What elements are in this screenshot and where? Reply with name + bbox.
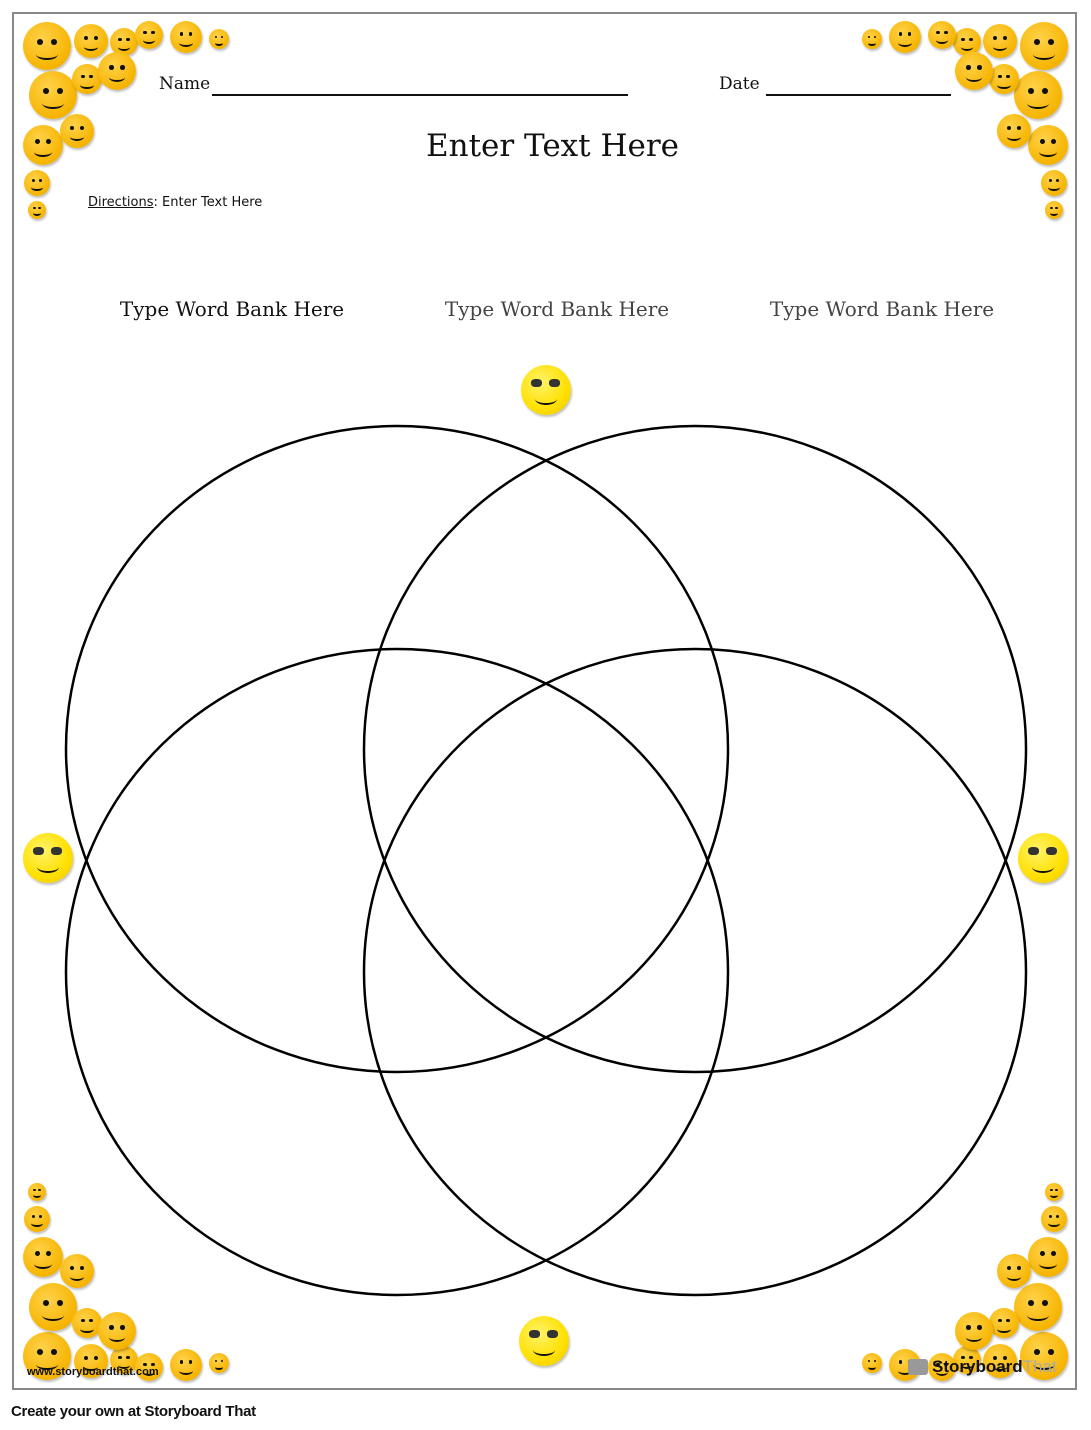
venn-ellipse-top-right (362, 424, 1028, 1074)
smile-emoji-icon (23, 125, 63, 165)
smile-emoji-icon (98, 1312, 136, 1350)
smile-emoji-icon (209, 29, 229, 49)
smile-emoji-icon (60, 114, 94, 148)
nerd-emoji-icon (521, 365, 571, 415)
smile-emoji-icon (928, 21, 956, 49)
smile-emoji-icon (889, 21, 921, 53)
smile-emoji-icon (170, 1349, 202, 1381)
smile-emoji-icon (23, 1237, 63, 1277)
smile-emoji-icon (989, 64, 1019, 94)
smile-emoji-icon (110, 28, 138, 56)
smile-emoji-icon (989, 1308, 1019, 1338)
word-bank-1[interactable]: Type Word Bank Here (119, 297, 345, 321)
smile-emoji-icon (1014, 1283, 1062, 1331)
sunglasses-emoji-icon (23, 833, 73, 883)
smile-emoji-icon (60, 1254, 94, 1288)
smile-emoji-icon (862, 29, 882, 49)
smile-emoji-icon (997, 1254, 1031, 1288)
footer-link[interactable]: Create your own at Storyboard That (11, 1403, 256, 1420)
smile-emoji-icon (1028, 125, 1068, 165)
smile-emoji-icon (74, 1344, 108, 1378)
worksheet (12, 12, 1077, 1390)
smile-emoji-icon (983, 24, 1017, 58)
word-bank-2[interactable]: Type Word Bank Here (444, 297, 670, 321)
smile-emoji-icon (72, 1308, 102, 1338)
venn-ellipse-bottom-left (64, 647, 730, 1297)
smile-emoji-icon (1041, 170, 1067, 196)
smile-emoji-icon (23, 22, 71, 70)
smile-emoji-icon (953, 1346, 981, 1374)
brand-b: That (1022, 1357, 1057, 1376)
smile-emoji-icon (1045, 1183, 1063, 1201)
watermark-url: www.storyboardthat.com (27, 1366, 159, 1378)
name-field[interactable] (212, 94, 628, 96)
smile-emoji-icon (862, 1353, 882, 1373)
smile-emoji-icon (23, 1332, 71, 1380)
watermark-logo: StoryboardThat (932, 1357, 1057, 1377)
nerd-emoji-icon (519, 1316, 569, 1366)
smile-emoji-icon (953, 28, 981, 56)
word-bank-3[interactable]: Type Word Bank Here (769, 297, 995, 321)
venn-ellipse-bottom-right (362, 647, 1028, 1297)
smile-emoji-icon (29, 71, 77, 119)
sunglasses-emoji-icon (1018, 833, 1068, 883)
smile-emoji-icon (24, 170, 50, 196)
storyboard-logo-icon (908, 1359, 928, 1375)
smile-emoji-icon (135, 1353, 163, 1381)
smile-emoji-icon (1020, 1332, 1068, 1380)
smile-emoji-icon (1014, 71, 1062, 119)
page-title[interactable]: Enter Text Here (425, 128, 680, 164)
smile-emoji-icon (110, 1346, 138, 1374)
smile-emoji-icon (170, 21, 202, 53)
smile-emoji-icon (28, 1183, 46, 1201)
smile-emoji-icon (209, 1353, 229, 1373)
name-label: Name (159, 74, 211, 94)
date-label: Date (719, 74, 760, 94)
smile-emoji-icon (98, 52, 136, 90)
date-field[interactable] (766, 94, 951, 96)
directions-label: Directions (88, 195, 154, 210)
smile-emoji-icon (997, 114, 1031, 148)
smile-emoji-icon (955, 1312, 993, 1350)
smile-emoji-icon (28, 201, 46, 219)
smile-emoji-icon (29, 1283, 77, 1331)
smile-emoji-icon (1028, 1237, 1068, 1277)
directions-text: : Enter Text Here (153, 195, 263, 210)
smile-emoji-icon (1020, 22, 1068, 70)
smile-emoji-icon (983, 1344, 1017, 1378)
smile-emoji-icon (1041, 1206, 1067, 1232)
smile-emoji-icon (1045, 201, 1063, 219)
smile-emoji-icon (74, 24, 108, 58)
smile-emoji-icon (72, 64, 102, 94)
brand-a: Storyboard (932, 1357, 1023, 1376)
smile-emoji-icon (955, 52, 993, 90)
directions[interactable]: Directions: Enter Text Here (88, 195, 262, 210)
smile-emoji-icon (135, 21, 163, 49)
venn-ellipse-top-left (64, 424, 730, 1074)
smile-emoji-icon (24, 1206, 50, 1232)
smile-emoji-icon (928, 1353, 956, 1381)
